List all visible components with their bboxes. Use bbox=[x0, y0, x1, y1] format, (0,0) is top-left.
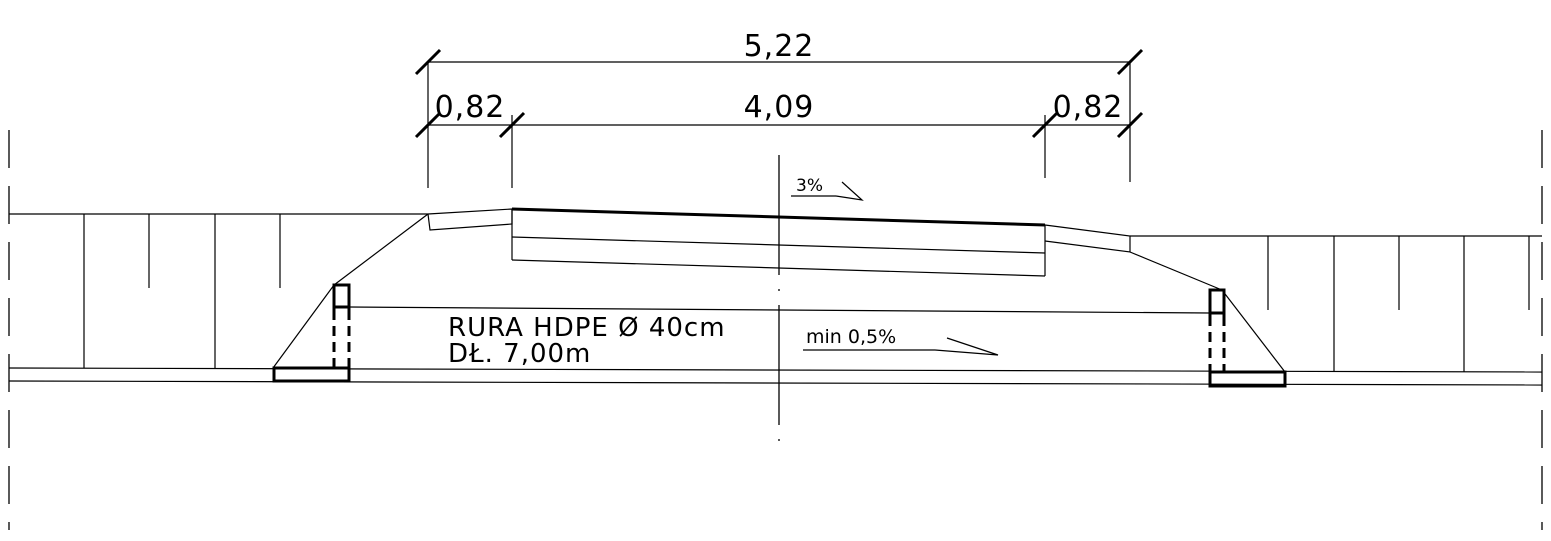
left-shoulder bbox=[427, 208, 513, 231]
dimension-lines bbox=[414, 48, 1144, 188]
side-reference-lines bbox=[8, 130, 1543, 530]
road-structure bbox=[272, 207, 1286, 373]
road-slope-label: 3% bbox=[796, 176, 823, 196]
pavement-layer-1 bbox=[511, 236, 1046, 254]
bottom-line-upper bbox=[8, 367, 1543, 373]
embankment-right-lower bbox=[1221, 289, 1286, 373]
pavement-layer-2 bbox=[511, 259, 1046, 277]
pavement-surface bbox=[511, 207, 1046, 227]
pipe-slope-label: min 0,5% bbox=[806, 326, 896, 348]
right-headwall bbox=[1208, 288, 1287, 388]
embankment-right-upper bbox=[1129, 251, 1223, 291]
ground-hatch-right bbox=[1267, 236, 1530, 372]
dimension-left-shoulder-label: 0,82 bbox=[435, 90, 506, 125]
slope-arrows bbox=[791, 181, 999, 356]
left-headwall bbox=[272, 283, 351, 383]
right-shoulder bbox=[1044, 224, 1131, 253]
dimension-total-label: 5,22 bbox=[744, 29, 815, 64]
bottom-line-lower bbox=[8, 380, 1543, 386]
embankment-left-upper bbox=[333, 213, 429, 286]
pipe-note-line2: DŁ. 7,00m bbox=[448, 339, 591, 369]
dimension-carriageway-label: 4,09 bbox=[744, 90, 815, 125]
embankment-left-lower bbox=[272, 284, 335, 369]
pipe-axis-line bbox=[348, 306, 1211, 314]
ground-hatch-left bbox=[83, 214, 281, 368]
ground-lines bbox=[8, 213, 1543, 386]
pipe-note-line1: RURA HDPE Ø 40cm bbox=[448, 313, 726, 343]
dimension-right-shoulder-label: 0,82 bbox=[1053, 90, 1124, 125]
